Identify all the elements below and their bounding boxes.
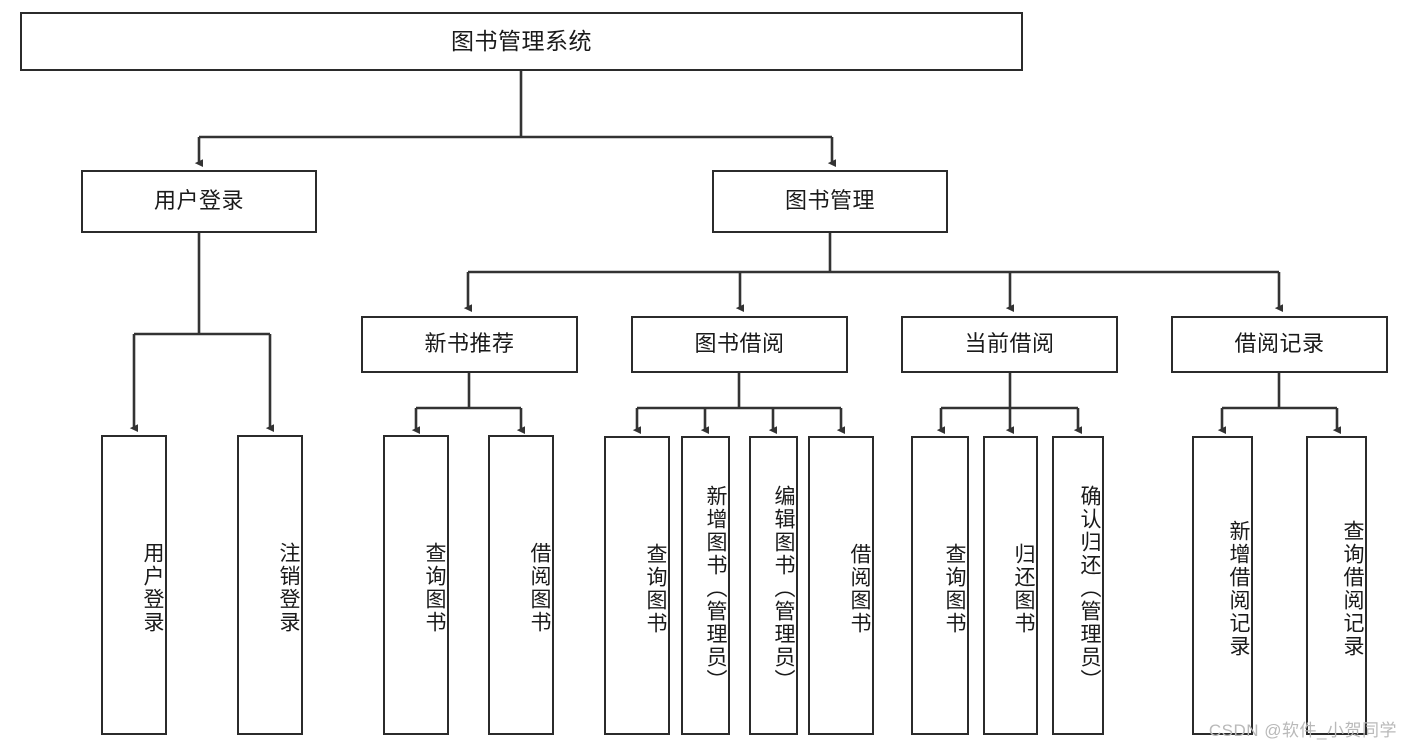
csdn-watermark: CSDN @软件_小贺同学 xyxy=(1208,721,1397,740)
leaf-book-borrow-add-book-admin[interactable]: 新增图书（管理员） xyxy=(681,436,730,735)
node-label: 查询图书 xyxy=(644,542,667,635)
leaf-borrow-record-query-record[interactable]: 查询借阅记录 xyxy=(1306,436,1367,735)
node-borrow-record[interactable]: 借阅记录 xyxy=(1171,316,1388,373)
leaf-current-borrow-query-book[interactable]: 查询图书 xyxy=(911,436,969,735)
leaf-current-borrow-confirm-return-admin[interactable]: 确认归还（管理员） xyxy=(1052,436,1104,735)
node-new-book-recommend[interactable]: 新书推荐 xyxy=(361,316,578,373)
node-label: 借阅图书 xyxy=(848,542,871,635)
leaf-user-login-logout[interactable]: 注销登录 xyxy=(237,435,303,735)
node-current-borrow[interactable]: 当前借阅 xyxy=(901,316,1118,373)
node-root-book-management-system[interactable]: 图书管理系统 xyxy=(20,12,1023,71)
node-label: 借阅记录 xyxy=(1234,331,1325,357)
node-label: 新增借阅记录 xyxy=(1227,519,1250,658)
node-label: 新书推荐 xyxy=(424,331,515,357)
node-label: 借阅图书 xyxy=(528,542,551,634)
leaf-book-borrow-query-book[interactable]: 查询图书 xyxy=(604,436,670,735)
node-label: 归还图书 xyxy=(1012,542,1035,635)
node-user-login[interactable]: 用户登录 xyxy=(81,170,317,233)
node-label: 查询图书 xyxy=(943,542,966,635)
node-label: 当前借阅 xyxy=(964,331,1055,357)
node-label: 查询图书 xyxy=(423,542,446,634)
node-label: 图书管理系统 xyxy=(451,27,592,54)
node-label: 注销登录 xyxy=(277,542,300,634)
leaf-current-borrow-return-book[interactable]: 归还图书 xyxy=(983,436,1038,735)
leaf-book-borrow-edit-book-admin[interactable]: 编辑图书（管理员） xyxy=(749,436,798,735)
leaf-new-book-query-book[interactable]: 查询图书 xyxy=(383,435,449,735)
node-label: 编辑图书（管理员） xyxy=(772,485,795,692)
node-label: 用户登录 xyxy=(141,542,164,634)
node-label: 新增图书（管理员） xyxy=(704,485,727,692)
leaf-borrow-record-add-record[interactable]: 新增借阅记录 xyxy=(1192,436,1253,735)
node-label: 查询借阅记录 xyxy=(1341,519,1364,658)
node-label: 图书管理 xyxy=(784,188,875,214)
leaf-book-borrow-borrow-book[interactable]: 借阅图书 xyxy=(808,436,874,735)
node-label: 图书借阅 xyxy=(694,331,785,357)
leaf-user-login-login[interactable]: 用户登录 xyxy=(101,435,167,735)
node-label: 确认归还（管理员） xyxy=(1078,485,1101,692)
node-label: 用户登录 xyxy=(153,188,244,214)
node-book-borrow[interactable]: 图书借阅 xyxy=(631,316,848,373)
node-book-management[interactable]: 图书管理 xyxy=(712,170,948,233)
leaf-new-book-borrow-book[interactable]: 借阅图书 xyxy=(488,435,554,735)
